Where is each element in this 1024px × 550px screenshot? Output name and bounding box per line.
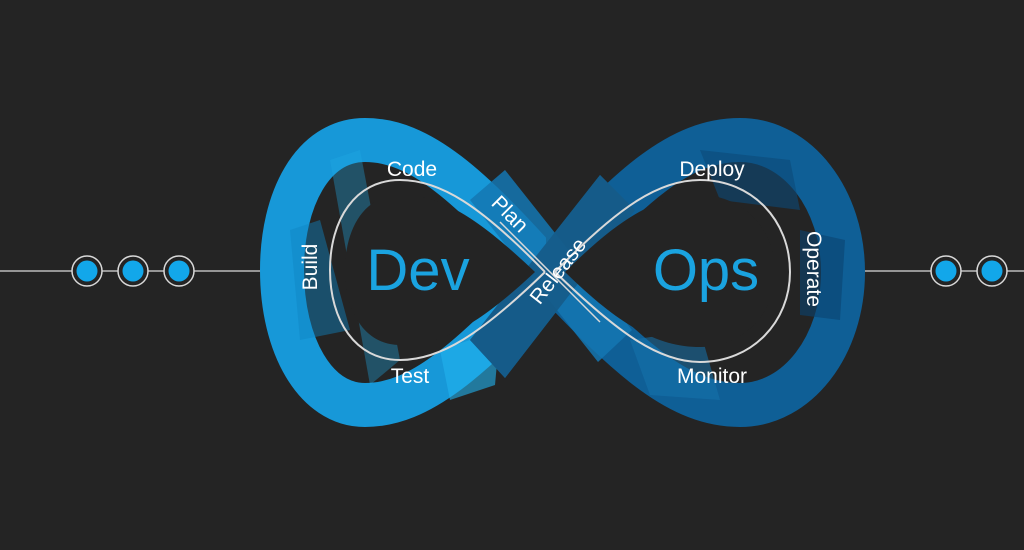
ops-inner-fill xyxy=(565,195,775,347)
crossing-divider-a xyxy=(499,221,601,323)
release-crossing-band-top xyxy=(470,175,635,378)
stage-label-code: Code xyxy=(387,158,437,181)
dev-inner-outline xyxy=(328,178,546,362)
dev-word: Dev xyxy=(366,238,469,303)
stage-label-test: Test xyxy=(391,365,430,388)
ops-loop-highlight xyxy=(700,150,800,210)
ops-word: Ops xyxy=(653,238,759,303)
stage-label-build: Build xyxy=(299,244,322,291)
ops-loop-highlight-2 xyxy=(630,330,720,400)
right-dots-group xyxy=(930,255,1008,287)
left-dot-2 xyxy=(122,260,144,282)
dev-inner-fill xyxy=(345,195,535,345)
ops-loop-highlight-3 xyxy=(800,230,845,320)
stage-label-deploy: Deploy xyxy=(679,158,745,181)
stage-label-monitor: Monitor xyxy=(677,365,747,388)
stage-label-operate: Operate xyxy=(802,231,825,307)
right-dot-1 xyxy=(935,260,957,282)
left-dot-3 xyxy=(168,260,190,282)
left-dot-1 xyxy=(76,260,98,282)
ops-inner-outline xyxy=(554,178,792,364)
dev-loop-ribbon xyxy=(259,117,546,428)
right-dot-2 xyxy=(981,260,1003,282)
left-dots-group xyxy=(71,255,195,287)
